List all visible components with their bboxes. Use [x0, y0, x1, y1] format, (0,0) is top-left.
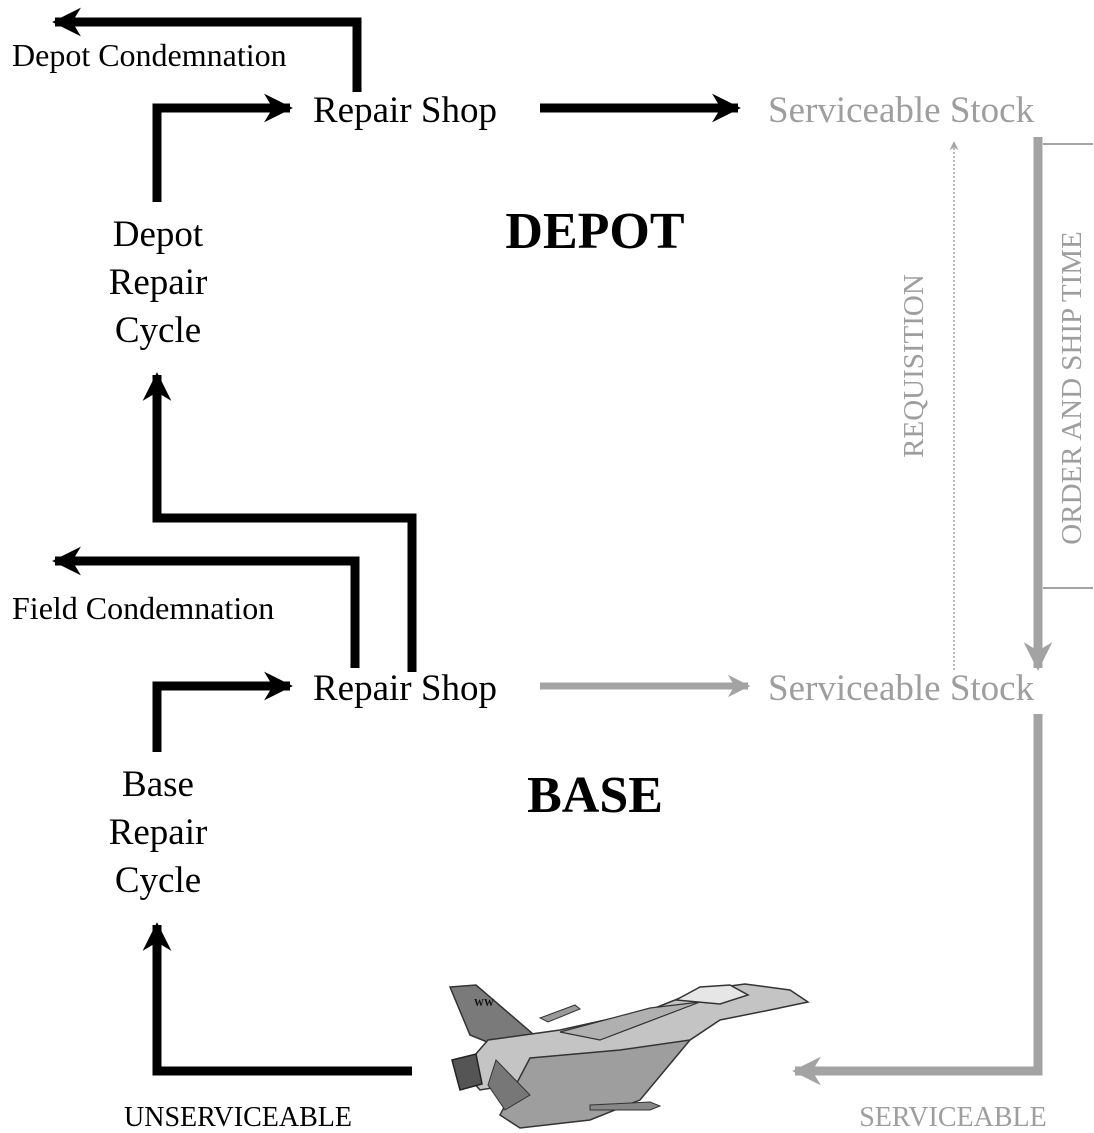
order-ship-label: ORDER AND SHIP TIME: [1056, 231, 1088, 544]
serviceable-label: SERVICEABLE: [859, 1102, 1047, 1133]
field-condemnation-label: Field Condemnation: [12, 590, 274, 626]
unserviceable-arrow: [142, 922, 412, 1076]
fighter-jet-icon: WW: [448, 983, 810, 1129]
depot-cycle-line-3: Cycle: [115, 310, 201, 351]
base-shop-to-depot-cycle-arrow: [142, 372, 417, 672]
depot-cycle-to-shop-arrow: [152, 93, 293, 202]
depot-cycle-line-1: Depot: [113, 214, 204, 255]
field-condemnation-arrow: [52, 546, 360, 668]
depot-serviceable-stock-label: Serviceable Stock: [768, 90, 1035, 131]
base-serviceable-stock-label: Serviceable Stock: [768, 668, 1035, 709]
depot-condemnation-arrow: [52, 7, 362, 92]
aircraft-tail-label: WW: [474, 998, 494, 1009]
requisition-label: REQUISITION: [898, 274, 930, 458]
depot-cycle-line-2: Repair: [109, 262, 208, 303]
base-title: BASE: [527, 767, 663, 824]
unserviceable-label: UNSERVICEABLE: [124, 1102, 352, 1133]
depot-repair-shop-label: Repair Shop: [313, 90, 497, 131]
base-cycle-line-1: Base: [122, 764, 194, 805]
depot-title: DEPOT: [505, 203, 684, 260]
base-repair-shop-label: Repair Shop: [313, 668, 497, 709]
depot-condemnation-label: Depot Condemnation: [12, 37, 287, 73]
base-cycle-line-2: Repair: [109, 812, 208, 853]
serviceable-arrow: [792, 714, 1043, 1086]
base-cycle-line-3: Cycle: [115, 860, 201, 901]
base-cycle-to-shop-arrow: [152, 671, 293, 752]
